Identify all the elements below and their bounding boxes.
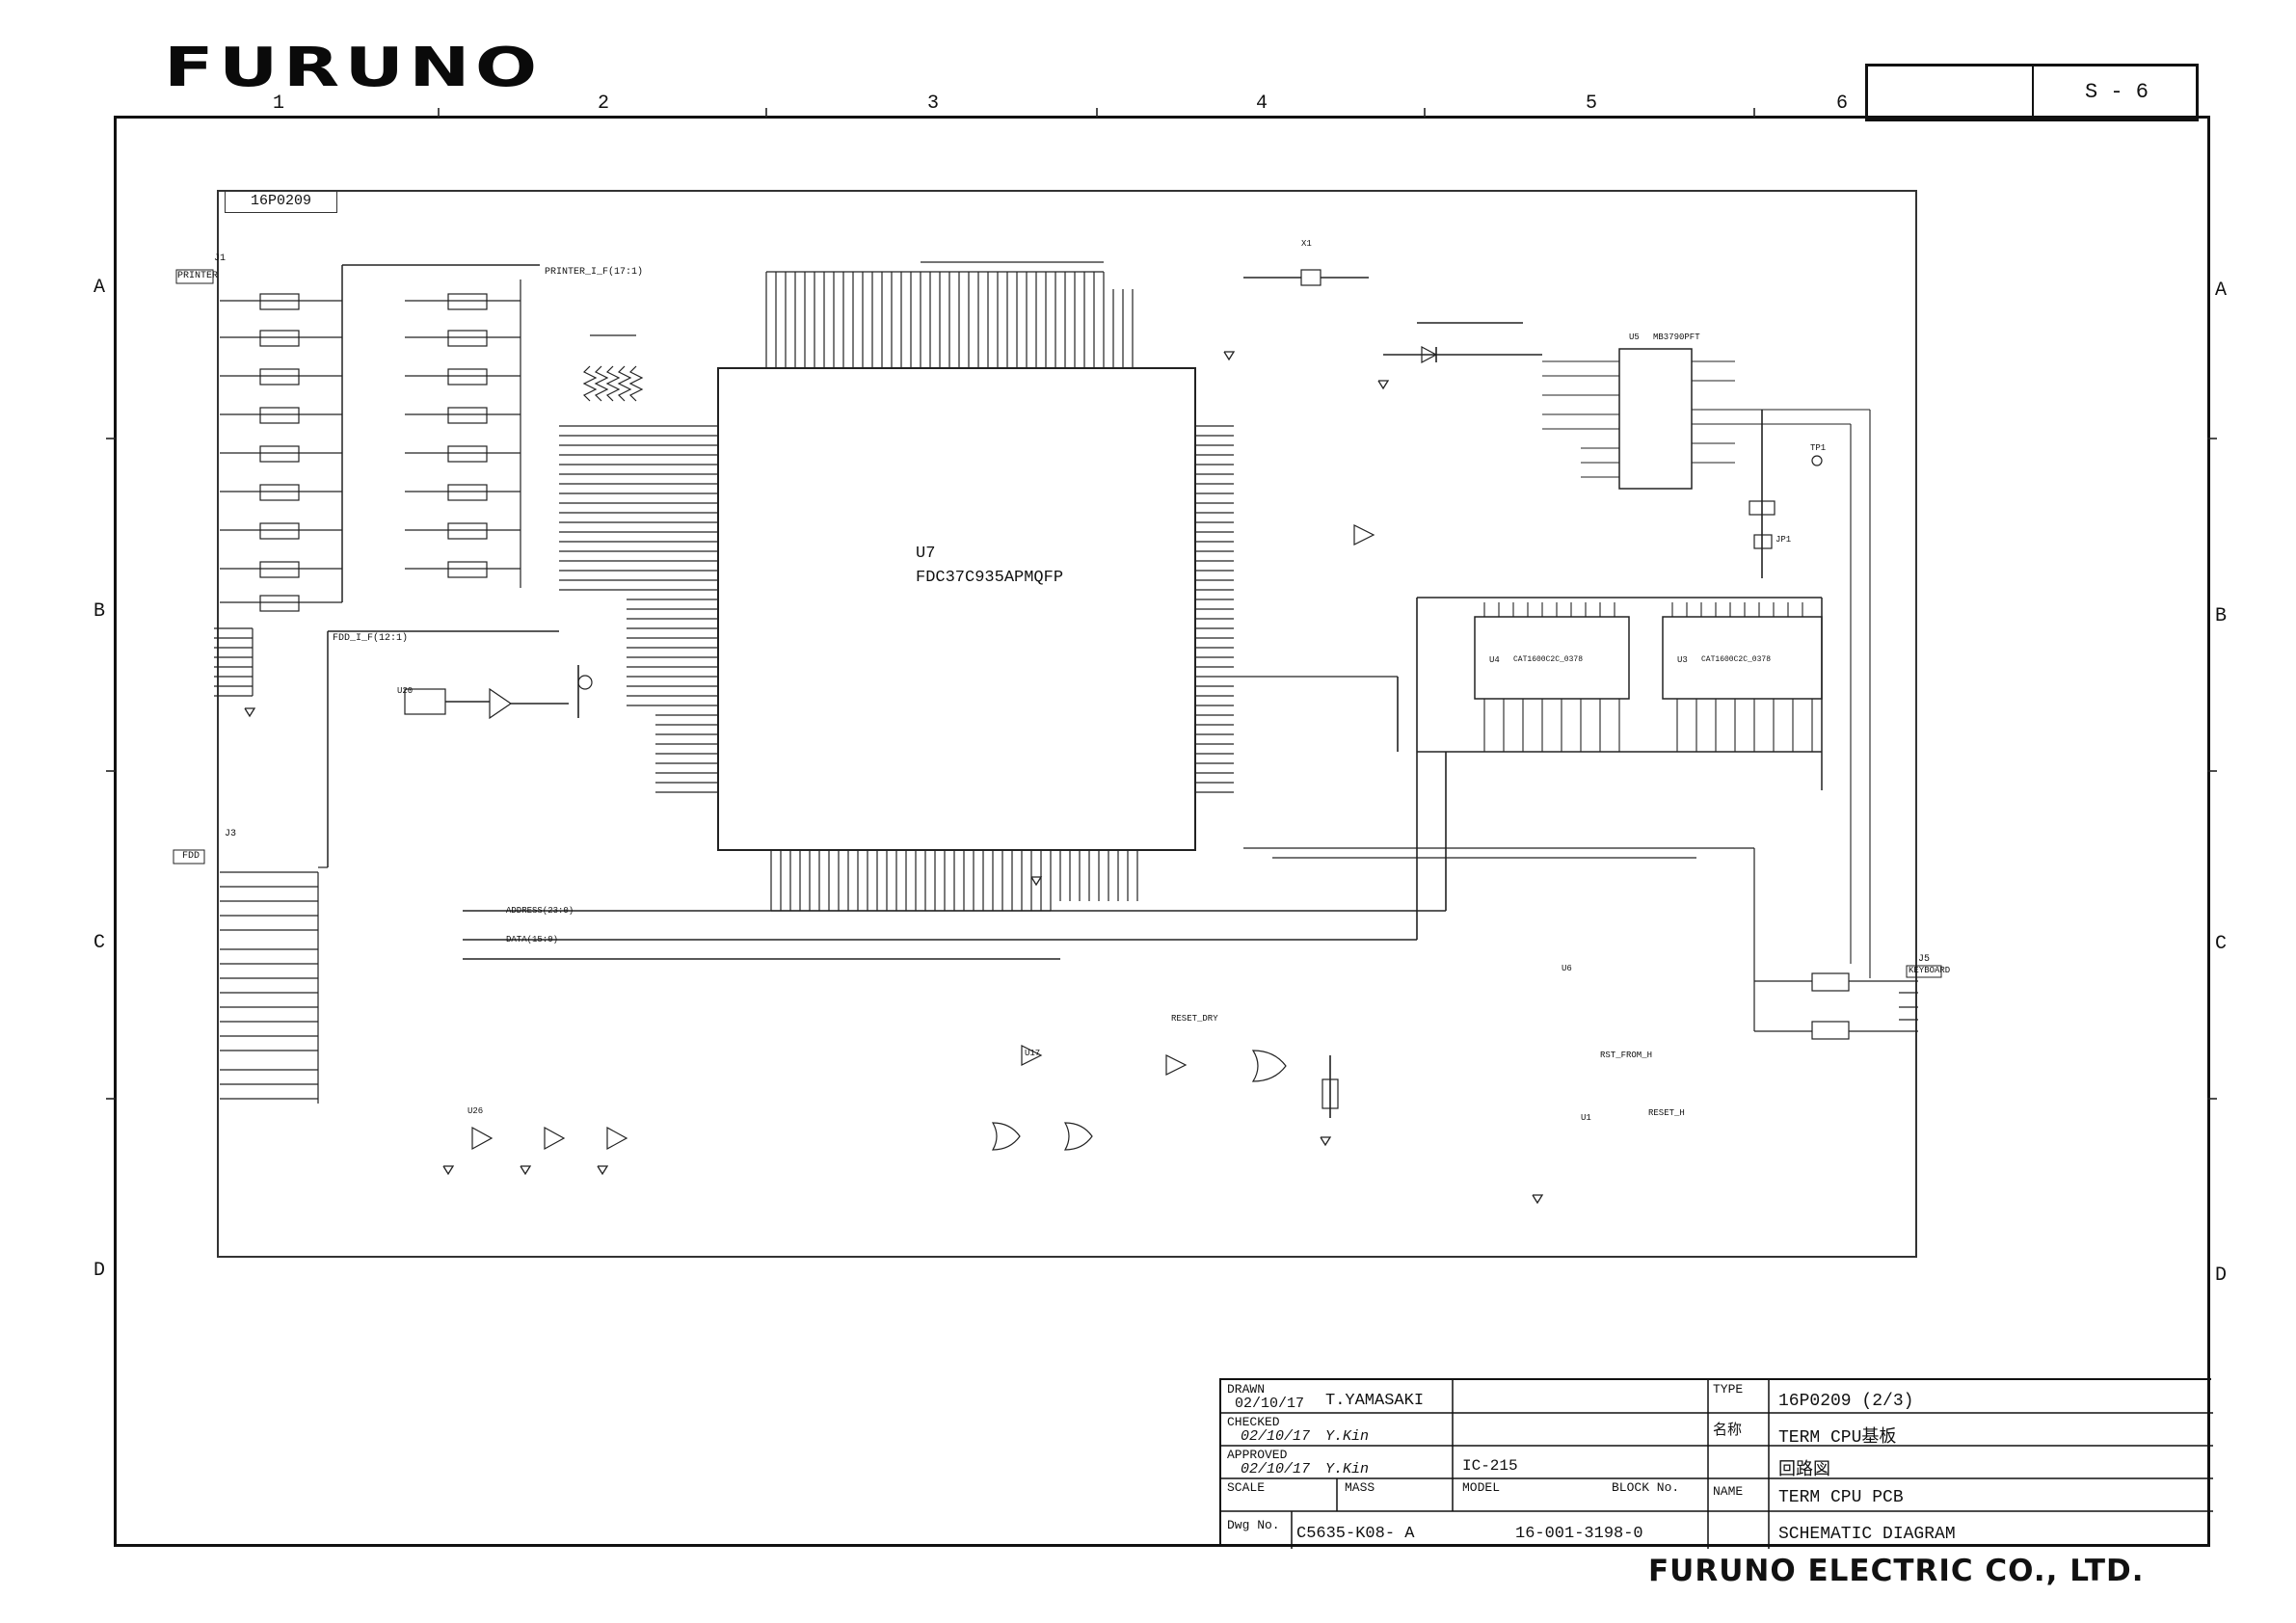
name-jp-value: TERM CPU基板 — [1778, 1428, 1897, 1448]
sheet-number: S - 6 — [2085, 80, 2149, 104]
name-label: NAME — [1713, 1484, 1744, 1499]
zone-row-c-left: C — [93, 932, 106, 954]
checked-by: Y.Kin — [1325, 1428, 1370, 1445]
approved-date: 02/10/17 — [1241, 1461, 1311, 1477]
u3-part: CAT1600C2C_0378 — [1701, 655, 1772, 664]
furuno-logo: FURUNO — [164, 37, 543, 99]
zone-row-b-left: B — [93, 600, 106, 623]
j5-label: J5 — [1918, 954, 1931, 965]
zone-row-d-left: D — [93, 1260, 106, 1282]
u7-ref: U7 — [916, 545, 936, 563]
approved-label: APPROVED — [1227, 1448, 1288, 1462]
u6-ref: U6 — [1562, 964, 1572, 973]
mass-label: MASS — [1345, 1480, 1375, 1495]
tp1-ref: TP1 — [1810, 443, 1827, 453]
checked-label: CHECKED — [1227, 1415, 1280, 1429]
reset-label: RESET_H — [1648, 1108, 1685, 1118]
schematic-border — [217, 190, 1917, 1258]
u5-part: MB3790PFT — [1653, 333, 1700, 342]
zone-row-b-right: B — [2215, 605, 2228, 627]
jp1-ref: JP1 — [1775, 535, 1792, 545]
diagram-jp: 回路図 — [1778, 1461, 1830, 1480]
zone-column-4: 4 — [1256, 93, 1268, 115]
reset-dry-label: RESET_DRY — [1171, 1014, 1218, 1024]
u26-ref: U26 — [467, 1106, 484, 1116]
name-value: TERM CPU PCB — [1778, 1488, 1904, 1507]
sheet-box-divider — [2032, 67, 2034, 119]
zone-row-d-right: D — [2215, 1264, 2228, 1287]
type-value: 16P0209 (2/3) — [1778, 1392, 1914, 1411]
fdd-bus-label: FDD_I_F(12:1) — [333, 633, 409, 644]
rst-from-label: RST_FROM_H — [1600, 1051, 1653, 1060]
dwg-number: C5635-K08- A — [1296, 1525, 1415, 1543]
zone-row-a-right: A — [2215, 279, 2228, 302]
company-footer: FURUNO ELECTRIC CO., LTD. — [1648, 1554, 2145, 1588]
scale-label: SCALE — [1227, 1480, 1266, 1495]
fdd-connector-label: FDD — [182, 851, 200, 862]
u17-ref: U17 — [1025, 1049, 1041, 1058]
model-value: IC-215 — [1462, 1457, 1518, 1475]
zone-column-2: 2 — [598, 93, 610, 115]
u4-part: CAT1600C2C_0378 — [1513, 655, 1584, 664]
j3-label: J3 — [225, 829, 237, 839]
zone-column-1: 1 — [273, 93, 285, 115]
drawing-frame — [114, 116, 2210, 1547]
dwg-label: Dwg No. — [1227, 1518, 1280, 1532]
address-bus-label: ADDRESS(23:0) — [506, 906, 574, 916]
title-block-grid — [1221, 1380, 2213, 1549]
drawn-label: DRAWN — [1227, 1382, 1266, 1397]
approved-by: Y.Kin — [1325, 1461, 1370, 1477]
zone-column-6: 6 — [1836, 93, 1849, 115]
u7-part-number: FDC37C935APMQFP — [916, 569, 1064, 587]
u20-ref: U20 — [397, 686, 414, 696]
u5-ref: U5 — [1629, 333, 1640, 342]
u4-ref: U4 — [1489, 655, 1500, 665]
title-block: DRAWN 02/10/17 T.YAMASAKI CHECKED 02/10/… — [1219, 1378, 2213, 1549]
type-label: TYPE — [1713, 1382, 1744, 1397]
zone-column-5: 5 — [1586, 93, 1598, 115]
u1-ref: U1 — [1581, 1113, 1591, 1123]
drawn-by: T.YAMASAKI — [1325, 1392, 1425, 1410]
block-number: 16-001-3198-0 — [1515, 1525, 1643, 1543]
zone-row-c-right: C — [2215, 933, 2228, 955]
x1-ref: X1 — [1301, 239, 1312, 249]
name-jp-label: 名称 — [1713, 1423, 1743, 1439]
u3-ref: U3 — [1677, 655, 1688, 665]
block-label: BLOCK No. — [1612, 1480, 1680, 1495]
zone-row-a-left: A — [93, 277, 106, 299]
zone-column-3: 3 — [927, 93, 940, 115]
diagram-en: SCHEMATIC DIAGRAM — [1778, 1525, 1956, 1544]
j1-label: J1 — [214, 253, 227, 264]
keyboard-connector-label: KEYBOARD — [1909, 966, 1951, 975]
printer-connector-label: PRINTER — [177, 271, 219, 281]
sheet-number-box: S - 6 — [1865, 64, 2199, 121]
data-bus-label: DATA(15:0) — [506, 935, 559, 945]
board-tag: 16P0209 — [225, 190, 337, 213]
checked-date: 02/10/17 — [1241, 1428, 1311, 1445]
printer-bus-label: PRINTER_I_F(17:1) — [545, 267, 644, 278]
drawn-date: 02/10/17 — [1235, 1396, 1305, 1412]
model-label: MODEL — [1462, 1480, 1501, 1495]
